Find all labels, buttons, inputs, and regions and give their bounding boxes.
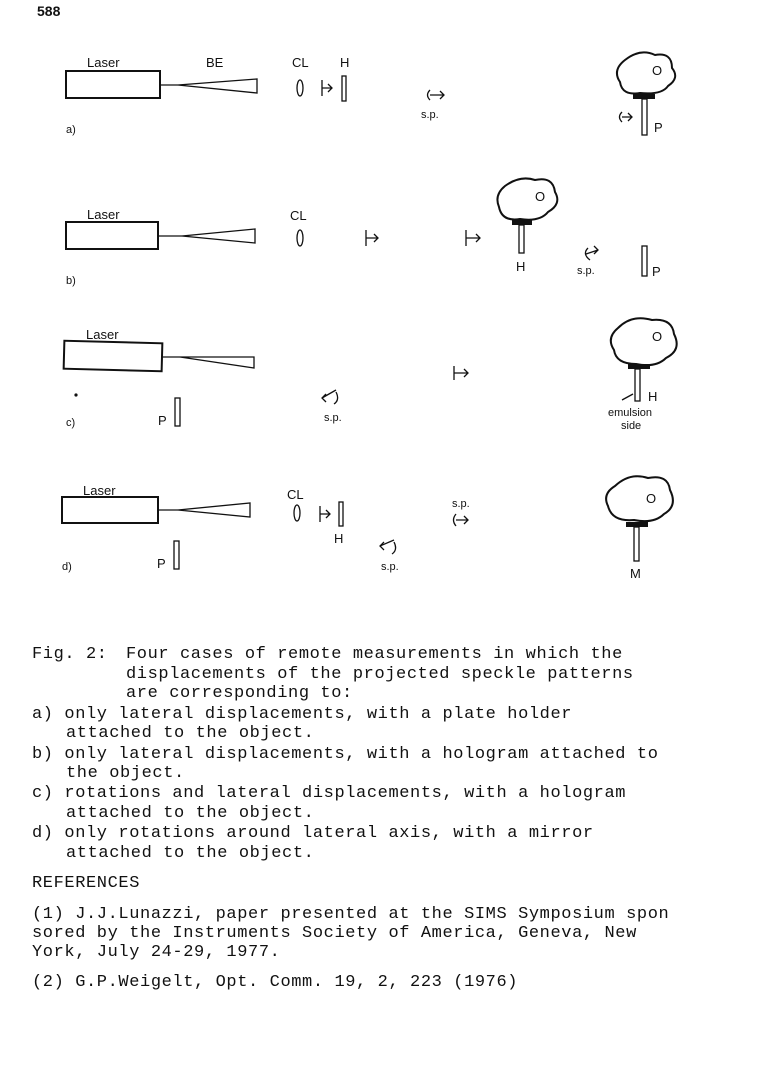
figure-diagram: Laser BE CL H s.p. O P a) Laser CL O H s… [61, 51, 678, 581]
h-label: H [334, 531, 343, 546]
dot-mark [74, 393, 78, 397]
object-label: O [646, 491, 656, 506]
caption-item-a: a) only lateral displacements, with a pl… [32, 705, 573, 724]
p-label: P [158, 413, 167, 428]
side-label: side [621, 420, 641, 432]
panel-b-label: b) [66, 275, 76, 287]
sp-label-2: s.p. [381, 561, 399, 573]
rotation-arrow [321, 389, 339, 405]
h-label: H [340, 55, 349, 70]
mount [633, 94, 655, 99]
object-blob [496, 177, 559, 221]
cl-label: CL [287, 487, 304, 502]
caption-item-b: b) only lateral displacements, with a ho… [32, 745, 659, 764]
mount [626, 522, 648, 527]
rotation-arrow-2 [379, 539, 397, 555]
rotation-arrow [584, 245, 599, 261]
cl-label: CL [292, 55, 309, 70]
caption-item-b-cont: the object. [66, 764, 185, 783]
beam-expander [177, 78, 258, 94]
reference-1-cont: sored by the Instruments Society of Amer… [32, 924, 637, 943]
be-label: BE [206, 55, 224, 70]
plate-p [641, 245, 648, 277]
mount [512, 220, 532, 225]
rotation-arrow-2 [618, 111, 633, 123]
panel-a: Laser BE CL H s.p. O P a) [65, 51, 677, 136]
h-label: H [648, 389, 657, 404]
object-blob [609, 317, 678, 367]
plate-p [641, 98, 648, 136]
page-number: 588 [37, 3, 61, 19]
laser-box [62, 339, 164, 373]
laser-label: Laser [87, 207, 120, 222]
beam-expander [179, 356, 255, 369]
references-heading: REFERENCES [32, 874, 141, 893]
sp-label: s.p. [577, 265, 595, 277]
figure-caption-line: are corresponding to: [126, 684, 353, 703]
shift-arrow [365, 230, 379, 246]
figure-caption-line: displacements of the projected speckle p… [126, 665, 634, 684]
shift-arrow-2 [465, 230, 481, 246]
cylindrical-lens [293, 504, 301, 522]
cl-label: CL [290, 208, 307, 223]
p-label: P [654, 120, 663, 135]
shift-arrow [321, 80, 333, 96]
panel-c: Laser P s.p. O H emulsion side c) [62, 317, 678, 432]
mirror-m [633, 526, 640, 562]
plate-holder [341, 75, 347, 102]
reference-2: (2) G.P.Weigelt, Opt. Comm. 19, 2, 223 (… [32, 973, 519, 992]
rotation-arrow [426, 89, 445, 101]
sp-label: s.p. [324, 412, 342, 424]
figure-caption-line: Four cases of remote measurements in whi… [126, 645, 623, 664]
panel-d: Laser CL H s.p. s.p. P O M d) [61, 475, 674, 581]
emulsion-pointer [621, 393, 634, 401]
plate-p [174, 397, 181, 427]
caption-item-a-cont: attached to the object. [66, 724, 315, 743]
caption-item-d-cont: attached to the object. [66, 844, 315, 863]
shift-arrow [319, 506, 331, 522]
emulsion-label: emulsion [608, 407, 652, 419]
panel-a-label: a) [66, 124, 76, 136]
cylindrical-lens [296, 229, 304, 247]
hologram-h [338, 501, 344, 527]
laser-box [65, 221, 159, 250]
object-blob [615, 51, 677, 95]
p-label: P [157, 556, 166, 571]
object-label: O [535, 189, 545, 204]
panel-d-label: d) [62, 561, 72, 573]
mount [628, 364, 650, 369]
p-label: P [652, 264, 661, 279]
plate-p [173, 540, 180, 570]
object-label: O [652, 63, 662, 78]
sp-label: s.p. [452, 498, 470, 510]
beam-expander [177, 502, 251, 518]
shift-arrow [453, 366, 469, 380]
m-label: M [630, 566, 641, 581]
object-blob [605, 475, 674, 523]
h-label: H [516, 259, 525, 274]
caption-item-d: d) only rotations around lateral axis, w… [32, 824, 594, 843]
sp-label: s.p. [421, 109, 439, 121]
figure-caption-prefix: Fig. 2: [32, 645, 108, 664]
laser-box [65, 70, 161, 99]
beam-expander [181, 228, 256, 244]
laser-label: Laser [87, 55, 120, 70]
panel-c-label: c) [66, 417, 75, 429]
reference-1-cont: York, July 24-29, 1977. [32, 943, 281, 962]
laser-label: Laser [86, 327, 119, 342]
panel-b: Laser CL O H s.p. P b) [65, 177, 661, 287]
laser-box [61, 496, 159, 524]
caption-item-c: c) rotations and lateral displacements, … [32, 784, 627, 803]
caption-item-c-cont: attached to the object. [66, 804, 315, 823]
reference-1: (1) J.J.Lunazzi, paper presented at the … [32, 905, 670, 924]
cylindrical-lens [296, 79, 304, 97]
hologram-h [634, 368, 641, 402]
object-label: O [652, 329, 662, 344]
hologram-h [518, 224, 525, 254]
rotation-arrow [452, 513, 469, 527]
laser-label: Laser [83, 483, 116, 498]
